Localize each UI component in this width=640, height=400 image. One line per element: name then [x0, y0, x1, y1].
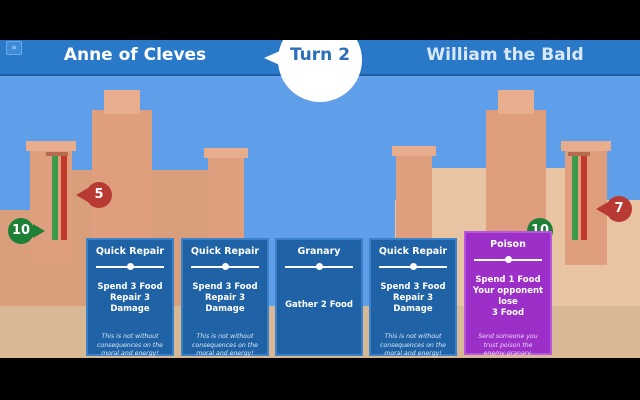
card-title: Quick Repair: [378, 246, 448, 257]
left-castle-keep: [92, 110, 152, 240]
card-effect-line: Spend 1 Food: [475, 275, 541, 285]
card-title: Poison: [490, 239, 526, 250]
card-effect: Spend 3 Food Repair 3 Damage: [183, 282, 267, 315]
right-red-stat-value: 7: [614, 201, 624, 216]
game-stage: 5 10 7 10 ≡ Anne of Cleves William the B…: [0, 40, 640, 358]
left-red-stat-badge: 5: [86, 182, 112, 208]
card-flavor-text: This is not without consequences on the …: [192, 333, 258, 358]
left-banner-green: [52, 156, 58, 240]
card-effect-line: 3 Food: [491, 308, 525, 318]
left-green-stat-pointer: [33, 224, 45, 238]
card-divider: [285, 262, 353, 272]
left-red-stat-pointer: [76, 188, 88, 202]
card-title: Quick Repair: [95, 246, 165, 257]
left-banner-pole: [46, 152, 68, 156]
left-banner-red: [61, 156, 67, 240]
left-green-stat-badge: 10: [8, 218, 34, 244]
card-effect-line: Repair 3 Damage: [109, 293, 151, 314]
player-left-name: Anne of Cleves: [63, 45, 207, 65]
turn-indicator: Turn 2: [289, 45, 351, 65]
card-effect: Gather 2 Food: [277, 300, 361, 311]
right-castle-keep-top: [498, 90, 534, 114]
card-effect-line: Your opponent lose: [472, 286, 544, 307]
right-castle-tower-right-cap: [561, 141, 611, 151]
card-quick-repair-1[interactable]: Quick Repair Spend 3 Food Repair 3 Damag…: [86, 238, 174, 358]
card-effect: Spend 3 Food Repair 3 Damage: [88, 282, 172, 315]
card-quick-repair-3[interactable]: Quick Repair Spend 3 Food Repair 3 Damag…: [369, 238, 457, 358]
right-banner-green: [572, 156, 578, 240]
card-poison[interactable]: Poison Spend 1 Food Your opponent lose 3…: [464, 231, 552, 358]
left-red-stat-value: 5: [94, 187, 104, 202]
card-effect: Spend 1 Food Your opponent lose 3 Food: [466, 275, 550, 319]
right-banner-pole: [568, 152, 590, 156]
right-banner-red: [581, 156, 587, 240]
card-title: Granary: [297, 246, 341, 257]
card-flavor-text: Send someone you trust poison the enemy …: [478, 333, 538, 358]
right-red-stat-pointer: [596, 202, 608, 216]
card-flavor-text: This is not without consequences on the …: [380, 333, 446, 358]
left-green-stat-value: 10: [11, 223, 31, 238]
card-effect-line: Spend 3 Food: [192, 282, 258, 292]
card-quick-repair-2[interactable]: Quick Repair Spend 3 Food Repair 3 Damag…: [181, 238, 269, 358]
card-divider: [191, 262, 259, 272]
card-divider: [474, 255, 542, 265]
left-castle-tower-right-cap: [204, 148, 248, 158]
card-granary[interactable]: Granary Gather 2 Food: [275, 238, 363, 356]
card-effect-line: Gather 2 Food: [285, 300, 353, 310]
player-right-name: William the Bald: [426, 45, 584, 65]
turn-bubble-tail: [264, 50, 282, 66]
card-effect-line: Repair 3 Damage: [204, 293, 246, 314]
left-castle-tower-left-cap: [26, 141, 76, 151]
card-effect: Spend 3 Food Repair 3 Damage: [371, 282, 455, 315]
right-red-stat-badge: 7: [606, 196, 632, 222]
card-divider: [96, 262, 164, 272]
menu-icon[interactable]: ≡: [6, 41, 22, 55]
card-title: Quick Repair: [190, 246, 260, 257]
card-effect-line: Spend 3 Food: [380, 282, 446, 292]
right-castle-tower-left-cap: [392, 146, 436, 156]
left-castle-keep-top: [104, 90, 140, 114]
card-flavor-text: This is not without consequences on the …: [97, 333, 163, 358]
card-effect-line: Spend 3 Food: [97, 282, 163, 292]
card-effect-line: Repair 3 Damage: [392, 293, 434, 314]
card-divider: [379, 262, 447, 272]
